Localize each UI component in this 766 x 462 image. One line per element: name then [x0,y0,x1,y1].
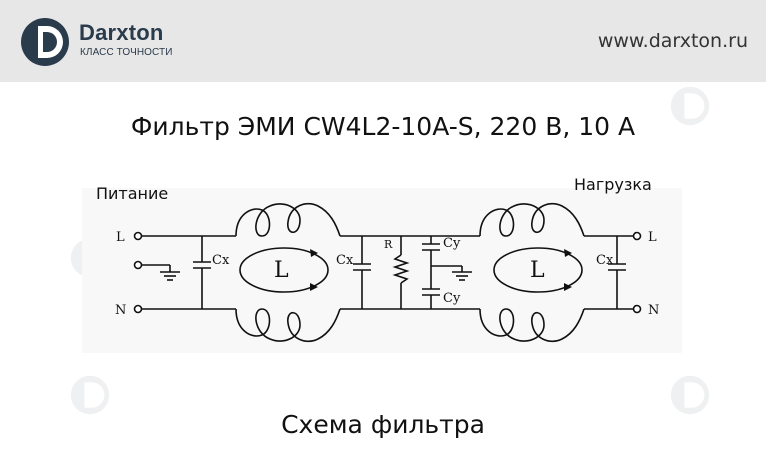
choke-label-2: L [530,258,545,283]
watermark-logo [670,375,710,420]
input-label: Питание [96,184,168,203]
terminal-L-out: L [648,230,657,245]
cy-label-1: Cy [443,236,461,251]
terminal-L-in: L [116,230,125,245]
circuit-wires [133,202,642,343]
darxton-logo-icon[interactable] [20,17,70,67]
cx-label-1: Cx [212,253,230,268]
terminal-N-in: N [115,303,126,318]
site-header: Darxton КЛАСС ТОЧНОСТИ www.darxton.ru [0,0,766,82]
cx-label-3: Cx [596,253,614,268]
watermark-logo [70,375,110,420]
site-url-link[interactable]: www.darxton.ru [597,30,748,52]
flux-arrows [310,249,572,291]
component-labels: Питание Нагрузка L N L N Cx Cx Cx R Cy C… [96,175,659,318]
brand-name[interactable]: Darxton [79,20,164,45]
r-label: R [384,238,393,251]
brand-tagline: КЛАСС ТОЧНОСТИ [80,47,173,58]
diagram-caption: Схема фильтра [281,410,485,439]
cx-label-2: Cx [336,253,354,268]
diagram-background [82,188,682,353]
watermark-logo [670,86,710,131]
choke-label-1: L [274,258,289,283]
page-title: Фильтр ЭМИ CW4L2-10A-S, 220 В, 10 А [130,112,636,141]
terminal-N-out: N [648,303,659,318]
output-label: Нагрузка [574,175,652,194]
cy-label-2: Cy [443,291,461,306]
